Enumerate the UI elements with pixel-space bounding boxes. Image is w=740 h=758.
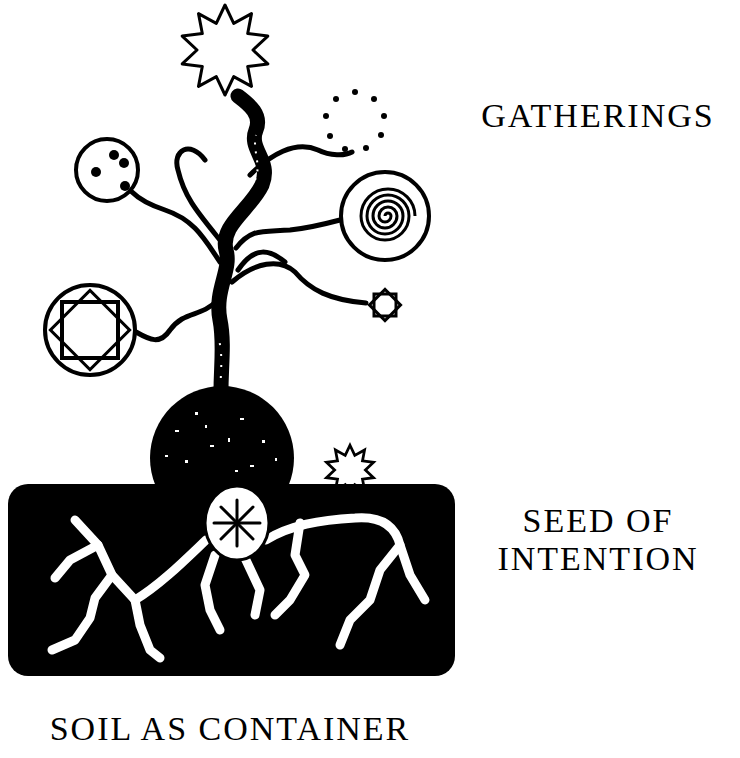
speck	[235, 470, 238, 472]
dot-circle	[76, 139, 138, 201]
mound-body	[150, 386, 294, 486]
branches	[132, 147, 366, 340]
dot	[120, 181, 130, 191]
root	[245, 558, 260, 615]
speck	[240, 418, 244, 420]
region-label: SOIL AS CONTAINER	[5, 710, 455, 748]
square-circle	[45, 285, 135, 375]
speck	[175, 430, 179, 432]
dot	[342, 146, 348, 152]
square	[50, 290, 129, 369]
branch	[136, 300, 218, 340]
asterisk-stroke	[221, 507, 253, 539]
region-label: GATHERINGS	[463, 97, 733, 135]
speck	[228, 438, 230, 442]
speck	[250, 465, 254, 467]
asterisk-stroke	[221, 507, 253, 539]
dot	[91, 167, 101, 177]
mound	[150, 386, 294, 486]
speck	[195, 412, 198, 415]
dot-cluster	[91, 150, 130, 191]
dotted-circle	[323, 89, 387, 152]
region-label: SEED OF INTENTION	[473, 502, 723, 578]
speck	[262, 440, 265, 443]
seed-asterisk	[214, 500, 260, 546]
speck	[275, 458, 277, 461]
branch	[232, 264, 366, 303]
dot	[119, 158, 129, 168]
root	[55, 545, 98, 578]
speck	[205, 425, 207, 428]
branch	[238, 252, 285, 270]
root	[340, 545, 400, 645]
dot	[109, 150, 119, 160]
dot	[381, 113, 387, 119]
dot	[352, 89, 358, 95]
small-square	[369, 289, 400, 320]
mound-specks	[165, 412, 277, 472]
soil-container	[8, 484, 455, 676]
dot	[378, 132, 384, 138]
speck	[185, 460, 188, 463]
dot	[333, 96, 339, 102]
dot	[323, 113, 329, 119]
root	[205, 555, 220, 630]
root	[266, 518, 425, 600]
root	[275, 523, 305, 615]
branch	[236, 220, 340, 248]
speck	[210, 445, 214, 447]
spiral	[361, 189, 415, 240]
dot	[327, 133, 333, 139]
seed	[205, 486, 269, 560]
starburst	[182, 5, 268, 95]
speck	[165, 455, 168, 457]
spiral-circle	[341, 172, 429, 260]
root	[52, 575, 112, 650]
root	[75, 520, 206, 600]
trunk	[219, 96, 265, 420]
dot	[363, 145, 369, 151]
dot	[371, 96, 377, 102]
trunk-texture	[255, 135, 258, 180]
root	[135, 600, 160, 658]
